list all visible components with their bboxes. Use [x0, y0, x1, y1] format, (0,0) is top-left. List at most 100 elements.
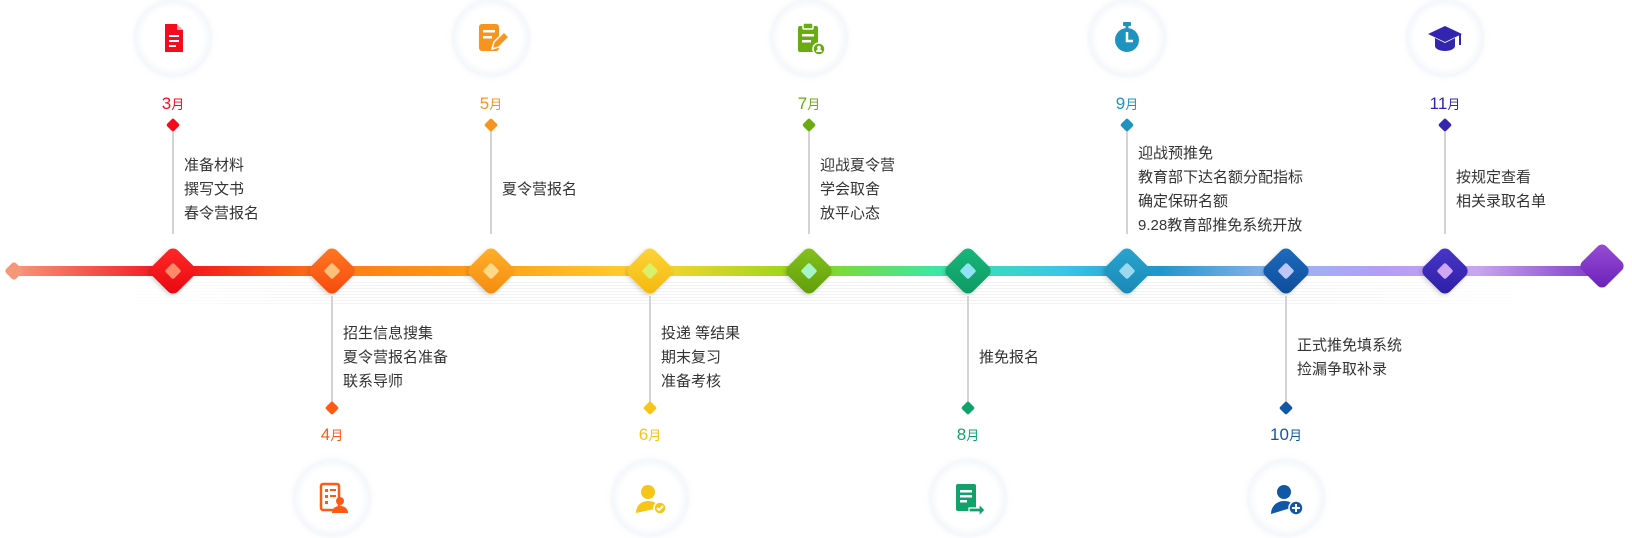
milestone-stem-m3: [172, 126, 174, 234]
milestone-node-core: [323, 262, 341, 280]
milestone-description-m3: 准备材料撰写文书春令营报名: [184, 154, 259, 226]
checklist-person-icon: [319, 482, 348, 513]
description-line: 准备考核: [661, 373, 722, 390]
user-check-icon: [636, 485, 667, 515]
description-line: 确定保研名额: [1138, 193, 1229, 210]
description-line: 夏令营报名: [502, 181, 578, 198]
description-line: 迎战夏令营: [820, 157, 896, 174]
clipboard-user-icon: [798, 22, 826, 56]
month-number: 3: [161, 94, 172, 113]
description-line: 期末复习: [661, 349, 722, 366]
milestone-icon-circle-m4: [294, 460, 370, 536]
month-label-m5: 5月: [461, 94, 521, 115]
description-line: 学会取舍: [820, 181, 881, 198]
month-label-m8: 8月: [938, 425, 998, 446]
milestone-description-m7: 迎战夏令营学会取舍放平心态: [820, 154, 895, 226]
description-line: 迎战预推免: [1138, 145, 1214, 162]
milestone-marker-m11: [1437, 117, 1453, 133]
description-line: 教育部下达名额分配指标: [1138, 169, 1304, 186]
month-unit: 月: [648, 428, 662, 443]
description-line: 投递 等结果: [661, 325, 741, 342]
month-label-m6: 6月: [620, 425, 680, 446]
milestone-marker-m5: [483, 117, 499, 133]
description-line: 联系导师: [343, 373, 404, 390]
milestone-description-m9: 迎战预推免教育部下达名额分配指标确定保研名额 9.28教育部推免系统开放: [1138, 142, 1303, 238]
milestone-description-m5: 夏令营报名: [502, 178, 577, 202]
milestone-marker-m3: [165, 117, 181, 133]
description-line: 招生信息搜集: [343, 325, 434, 342]
milestone-node-core: [800, 262, 818, 280]
month-label-m10: 10月: [1256, 425, 1316, 446]
milestone-description-m6: 投递 等结果期末复习准备考核: [661, 322, 740, 394]
milestone-marker-m6: [642, 400, 658, 416]
graduation-cap-icon: [1428, 26, 1462, 51]
milestone-description-m11: 按规定查看相关录取名单: [1456, 166, 1546, 214]
month-label-m3: 3月: [143, 94, 203, 115]
description-line: 春令营报名: [184, 205, 260, 222]
milestone-stem-m6: [649, 296, 651, 404]
description-line: 放平心态: [820, 205, 881, 222]
month-unit: 月: [1125, 97, 1139, 112]
month-unit: 月: [171, 97, 185, 112]
month-unit: 月: [1447, 97, 1461, 112]
milestone-stem-m4: [331, 296, 333, 404]
month-number: 5: [479, 94, 490, 113]
milestone-node-core: [482, 262, 500, 280]
month-label-m11: 11月: [1415, 94, 1475, 115]
month-number: 4: [320, 425, 331, 444]
milestone-stem-m10: [1285, 296, 1287, 404]
stopwatch-icon: [1115, 22, 1139, 52]
milestone-description-m8: 推免报名: [979, 346, 1039, 370]
month-number: 8: [956, 425, 967, 444]
description-line: 撰写文书: [184, 181, 245, 198]
milestone-icon-circle-m3: [135, 0, 211, 76]
milestone-stem-m5: [490, 126, 492, 234]
description-line: 准备材料: [184, 157, 245, 174]
milestone-stem-m8: [967, 296, 969, 404]
milestone-node-core: [1118, 262, 1136, 280]
milestone-stem-m11: [1444, 126, 1446, 234]
milestone-icon-circle-m8: [930, 460, 1006, 536]
month-label-m7: 7月: [779, 94, 839, 115]
description-line: 正式推免填系统: [1297, 337, 1403, 354]
milestone-marker-m4: [324, 400, 340, 416]
description-line: 9.28教育部推免系统开放: [1138, 217, 1303, 234]
month-label-m4: 4月: [302, 425, 362, 446]
milestone-node-core: [1436, 262, 1454, 280]
month-number: 11: [1429, 94, 1448, 113]
axis-start-cap: [4, 261, 24, 281]
edit-document-icon: [479, 24, 510, 51]
milestone-icon-circle-m6: [612, 460, 688, 536]
month-unit: 月: [966, 428, 980, 443]
milestone-description-m10: 正式推免填系统捡漏争取补录: [1297, 334, 1402, 382]
milestone-node-core: [164, 262, 182, 280]
month-unit: 月: [489, 97, 503, 112]
milestone-icon-circle-m10: [1248, 460, 1324, 536]
axis-end-cap: [1577, 241, 1627, 291]
description-line: 按规定查看: [1456, 169, 1532, 186]
description-line: 夏令营报名准备: [343, 349, 449, 366]
month-number: 7: [797, 94, 808, 113]
user-add-icon: [1271, 485, 1304, 516]
milestone-stem-m9: [1126, 126, 1128, 234]
milestone-marker-m9: [1119, 117, 1135, 133]
milestone-icon-circle-m5: [453, 0, 529, 76]
milestone-node-core: [641, 262, 659, 280]
axis-shadow: [100, 282, 1550, 304]
milestone-icon-circle-m11: [1407, 0, 1483, 76]
milestone-marker-m8: [960, 400, 976, 416]
milestone-marker-m7: [801, 117, 817, 133]
description-line: 捡漏争取补录: [1297, 361, 1388, 378]
month-unit: 月: [1288, 428, 1302, 443]
document-icon: [165, 24, 183, 52]
document-export-icon: [956, 484, 986, 517]
milestone-marker-m10: [1278, 400, 1294, 416]
milestone-icon-circle-m9: [1089, 0, 1165, 76]
month-label-m9: 9月: [1097, 94, 1157, 115]
month-unit: 月: [330, 428, 344, 443]
month-number: 6: [638, 425, 649, 444]
milestone-description-m4: 招生信息搜集夏令营报名准备联系导师: [343, 322, 448, 394]
milestone-stem-m7: [808, 126, 810, 234]
month-number: 9: [1115, 94, 1126, 113]
